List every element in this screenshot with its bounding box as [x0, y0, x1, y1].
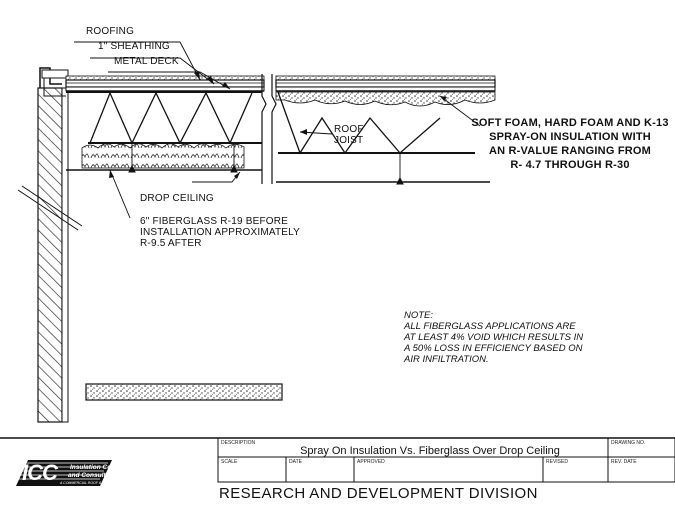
spray-foam-layer: [275, 91, 496, 107]
sheathing-label: 1" SHEATHING: [98, 41, 170, 52]
roof-assembly-right: [275, 75, 496, 92]
fiberglass-batts: [81, 143, 245, 169]
rev-date-label: REV. DATE: [611, 459, 637, 465]
drawing-description: Spray On Insulation Vs. Fiberglass Over …: [300, 445, 560, 457]
revised-label: REVISED: [546, 459, 568, 465]
drop-ceiling-label: DROP CEILING: [140, 193, 214, 204]
description-label: DESCRIPTION: [221, 440, 256, 446]
break-lines: [17, 185, 83, 231]
metal-deck-label: METAL DECK: [114, 56, 179, 67]
icc-logo-mark: [15, 460, 112, 486]
masonry-wall: [37, 67, 69, 423]
roofing-label: ROOFING: [86, 26, 135, 37]
logo-tagline: A COMMERCIAL ROOF & RESTORATION GROUP: [60, 481, 141, 485]
drawing-no-label: DRAWING NO.: [611, 440, 646, 446]
roof-assembly: [65, 75, 265, 92]
fiberglass-label: 6" FIBERGLASS R-19 BEFORE INSTALLATION A…: [140, 216, 301, 249]
approved-label: APPROVED: [357, 459, 385, 465]
leader-arrowheads: [109, 71, 447, 179]
leader-lines: [74, 41, 481, 219]
note-block: NOTE: ALL FIBERGLASS APPLICATIONS ARE AT…: [404, 310, 584, 365]
scale-label: SCALE: [221, 459, 238, 465]
date-label: DATE: [289, 459, 302, 465]
section-break: [261, 74, 277, 184]
logo-name-line1: Insulation Coatings: [70, 464, 131, 471]
logo-name-line2: and Consultants: [68, 472, 119, 479]
left-roof-joist: [66, 91, 262, 145]
floor-slab: [85, 383, 283, 401]
title-block-frame: [0, 437, 675, 483]
roof-joist-label: ROOF JOIST: [334, 124, 364, 146]
note-heading: NOTE:: [404, 310, 434, 321]
division-title: RESEARCH AND DEVELOPMENT DIVISION: [219, 485, 538, 502]
logo-initials: ICC: [22, 460, 58, 485]
drop-ceiling: [66, 143, 490, 185]
spray-foam-label: SOFT FOAM, HARD FOAM AND K-13 SPRAY-ON I…: [471, 117, 669, 171]
